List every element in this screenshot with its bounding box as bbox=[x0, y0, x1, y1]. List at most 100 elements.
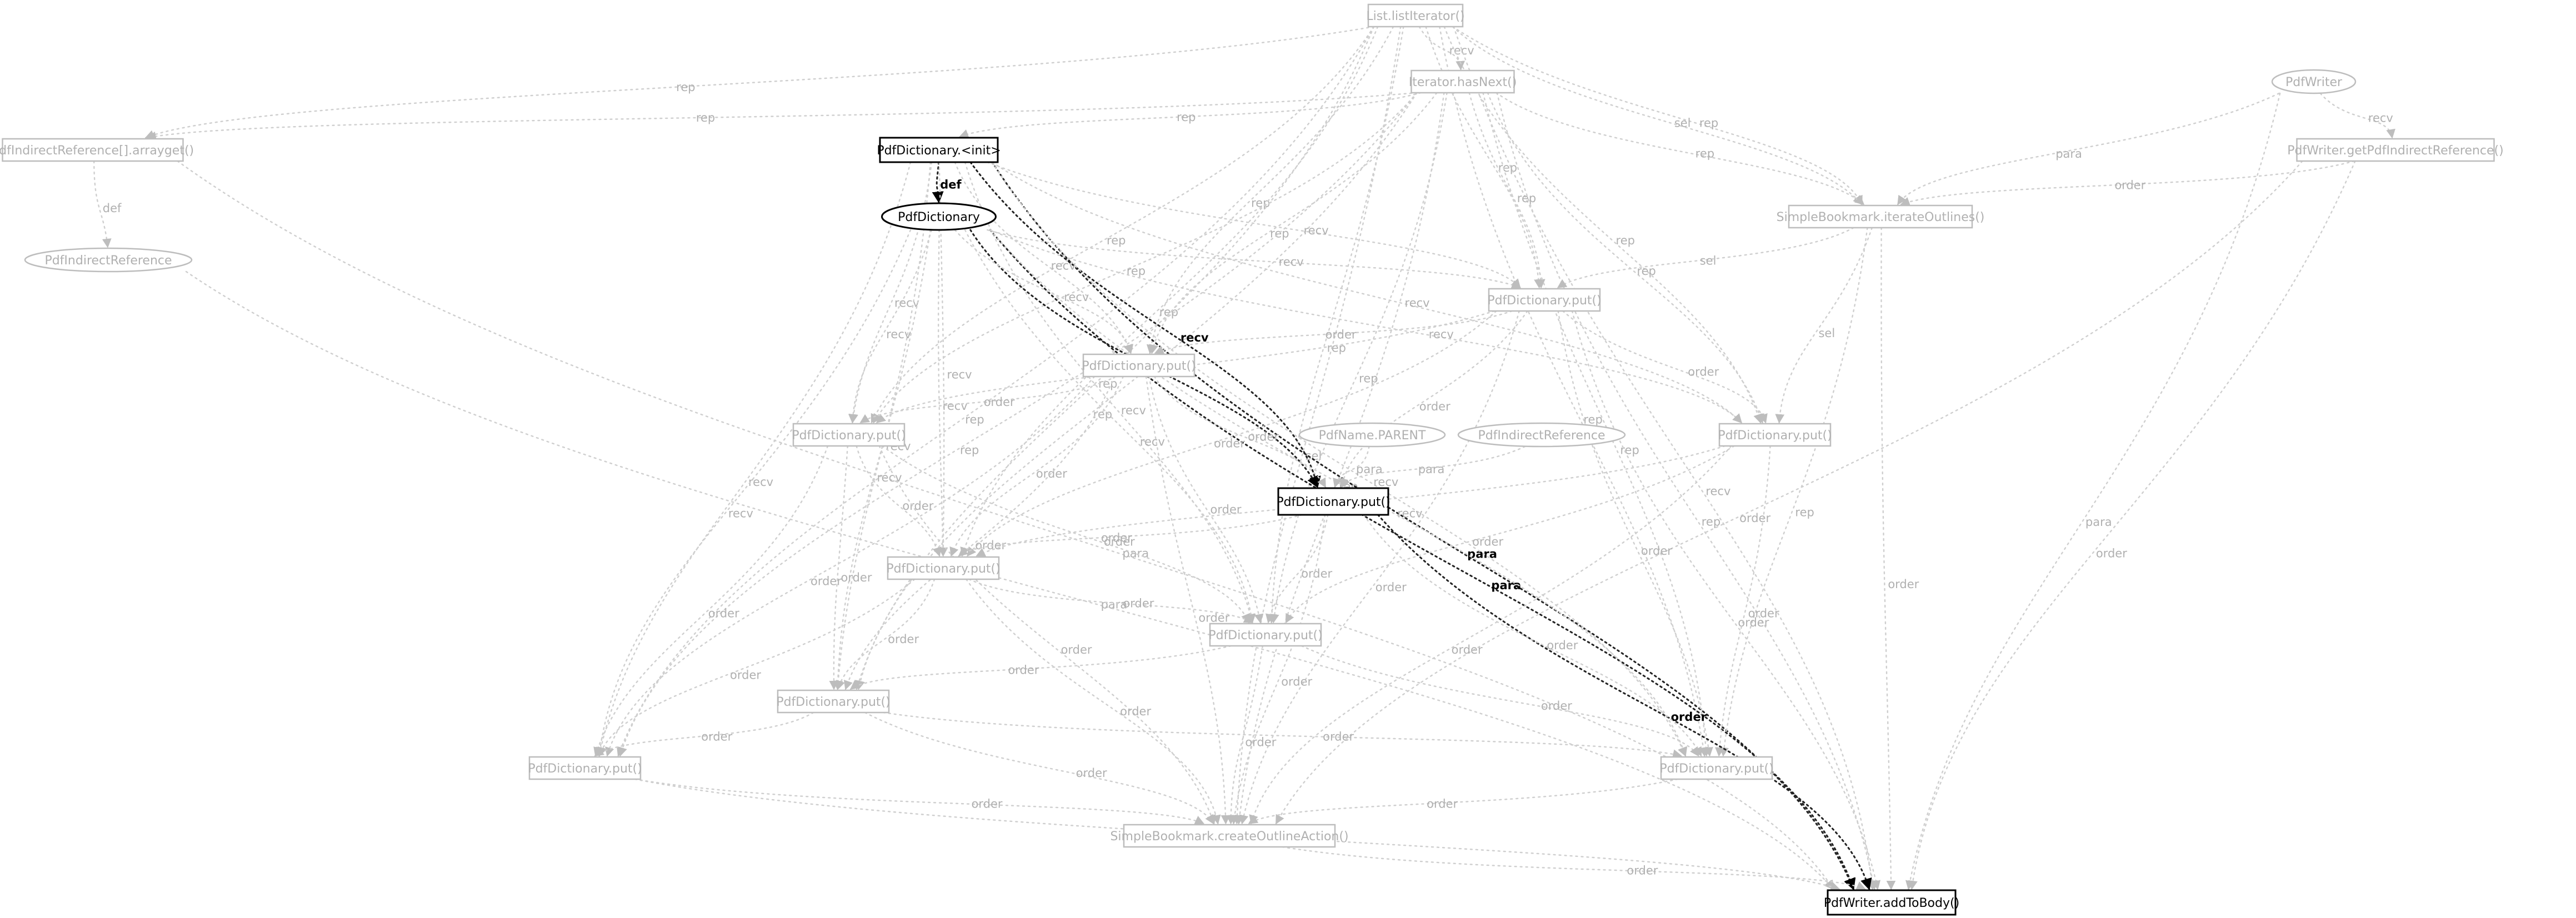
edge-label-recv: recv bbox=[1121, 404, 1146, 417]
edge-label-para: para bbox=[2085, 515, 2112, 529]
node-pdfdictionary-put[interactable]: PdfDictionary.put() bbox=[1208, 623, 1323, 647]
node-box bbox=[777, 689, 890, 714]
edge-label-rep: rep bbox=[1699, 117, 1718, 130]
edge-label-def: def bbox=[103, 202, 122, 215]
edge-label-recv: recv bbox=[748, 475, 773, 489]
edge-para-pdfWriter-to-addToBody bbox=[1905, 92, 2281, 890]
edge-label-recv: recv bbox=[1064, 290, 1089, 304]
edge-order-put1-to-put2 bbox=[1154, 310, 1513, 354]
edge-label-order: order bbox=[1061, 643, 1092, 656]
edge-label-para: para bbox=[1467, 547, 1497, 560]
edge-label-recv: recv bbox=[1705, 484, 1730, 498]
edge-label-recv: recv bbox=[1449, 44, 1474, 57]
edge-label-rep: rep bbox=[1695, 147, 1714, 160]
node-ellipse bbox=[2271, 69, 2357, 94]
edge-label-recv: recv bbox=[877, 471, 902, 484]
edge-label-order: order bbox=[1641, 544, 1672, 558]
node-pdfdictionary-put[interactable]: PdfDictionary.put() bbox=[792, 423, 906, 447]
node-simplebookmark-iterateoutlines[interactable]: SimpleBookmark.iterateOutlines() bbox=[1777, 204, 1985, 229]
edge-label-recv: recv bbox=[1304, 224, 1329, 237]
edge-rep-iterHasNext-to-put1 bbox=[1468, 92, 1545, 289]
edge-label-order: order bbox=[1120, 705, 1151, 718]
edge-rep-listIter-to-put5 bbox=[960, 26, 1379, 557]
edge-def-pdInit-to-pdEllipse bbox=[932, 161, 944, 204]
node-layer: List.listIterator() Iterator.hasNext() Pdf… bbox=[0, 3, 2504, 916]
node-pdfname-parent[interactable]: PdfName.PARENT bbox=[1298, 422, 1446, 448]
edge-label-order: order bbox=[888, 633, 919, 646]
edge-label-order: order bbox=[1248, 430, 1279, 444]
edge-rep-listIter-to-put6 bbox=[1267, 26, 1404, 624]
edge-sel-listIter-to-sbIterate bbox=[1452, 26, 1863, 205]
edge-para-pirEllipse2-to-putMain bbox=[1340, 445, 1526, 488]
edge-recv-listIter-to-iterHasNext bbox=[1418, 26, 1465, 71]
edge-rep-iterHasNext-to-put6 bbox=[1269, 92, 1448, 624]
node-pdfindirectreference[interactable]: PdfIndirectReference bbox=[24, 247, 193, 273]
node-iterator-hasnext[interactable]: Iterator.hasNext() bbox=[1409, 69, 1517, 94]
node-pdfwriter-getpdfindirectreference[interactable]: PdfWriter.getPdfIndirectReference() bbox=[2287, 138, 2504, 162]
edge-recv-pdEllipse-to-put1 bbox=[987, 229, 1521, 289]
edge-label-order: order bbox=[1325, 328, 1357, 341]
edge-order-put4-to-put8 bbox=[1715, 445, 1771, 757]
edge-order-put3-to-put6 bbox=[881, 445, 1250, 624]
edge-rep-iterHasNext-to-addToBody bbox=[1496, 92, 1878, 890]
node-pdfdictionary-put[interactable]: PdfDictionary.put() bbox=[886, 556, 1001, 580]
node-pdfdictionary-put[interactable]: PdfDictionary.put() bbox=[1718, 423, 1832, 447]
edge-recv-pdInit-to-put5 bbox=[938, 161, 948, 557]
node-pdfdictionary-put[interactable]: PdfDictionary.put() bbox=[1082, 353, 1196, 378]
edge-rep-listIter-to-put3 bbox=[871, 26, 1375, 424]
edge-order-put9-to-sbCreate bbox=[634, 778, 1205, 825]
edge-label-rep: rep bbox=[1359, 372, 1378, 385]
node-label: PdfDictionary.put() bbox=[1659, 762, 1773, 776]
node-pdfdictionary-put[interactable]: PdfDictionary.put() bbox=[776, 689, 891, 714]
node-pdfdictionary-put[interactable]: PdfDictionary.put() bbox=[1659, 756, 1774, 780]
node-list-listiterator[interactable]: List.listIterator() bbox=[1366, 3, 1465, 28]
edge-label-recv: recv bbox=[886, 328, 911, 341]
edge-order-put4-to-put5 bbox=[976, 445, 1726, 557]
node-box bbox=[1660, 756, 1773, 780]
edge-recv-pdEllipse-to-put2 bbox=[954, 229, 1134, 354]
node-box bbox=[2, 138, 184, 162]
edge-label-def: def bbox=[940, 178, 962, 192]
edge-label-recv: recv bbox=[1398, 507, 1423, 520]
edge-order-put4-to-sbCreate bbox=[1249, 445, 1732, 825]
edge-rep-sbIterate-to-put8 bbox=[1719, 227, 1868, 757]
node-pdfdictionary-put[interactable]: PdfDictionary.put() bbox=[528, 756, 642, 780]
node-label: SimpleBookmark.iterateOutlines() bbox=[1777, 210, 1985, 224]
edge-label-rep: rep bbox=[1270, 227, 1289, 240]
edge-label-order: order bbox=[708, 607, 739, 620]
node-label: PdfDictionary.put() bbox=[1082, 359, 1196, 373]
edge-label-rep: rep bbox=[1498, 161, 1517, 174]
edge-para-pirEllipse1-to-addToBody bbox=[185, 270, 1834, 890]
node-label: PdfDictionary.put() bbox=[776, 695, 890, 709]
node-pdfwriter[interactable]: PdfWriter bbox=[2271, 69, 2357, 94]
edge-order-getPIR-to-addToBody bbox=[1908, 160, 2356, 890]
node-pdfindirectreference[interactable]: PdfIndirectReference bbox=[1457, 422, 1626, 448]
edge-recv-pdInit-to-put8 bbox=[991, 161, 1687, 757]
edge-label-order: order bbox=[701, 730, 732, 744]
edge-order-put3-to-put5 bbox=[856, 445, 942, 557]
edge-label-rep: rep bbox=[965, 413, 984, 426]
edge-order-putMain-to-addToBody bbox=[1377, 514, 1872, 891]
node-pdfdictionary-init[interactable]: PdfDictionary.<init> bbox=[877, 137, 1001, 163]
edge-label-order: order bbox=[2096, 546, 2127, 560]
node-box bbox=[1082, 353, 1196, 378]
node-label: PdfWriter.addToBody() bbox=[1824, 896, 1959, 910]
edge-label-order: order bbox=[1076, 766, 1107, 780]
edge-label-order: order bbox=[1245, 736, 1276, 749]
node-label: PdfWriter bbox=[2285, 76, 2343, 89]
edge-recv-pdInit-to-put4 bbox=[991, 161, 1742, 424]
edge-label-order: order bbox=[1036, 467, 1067, 480]
edge-label-order: order bbox=[975, 539, 1006, 552]
node-simplebookmark-createoutlineaction[interactable]: SimpleBookmark.createOutlineAction() bbox=[1110, 824, 1349, 848]
node-pdfindirectreference-arrayget[interactable]: PdfIndirectReference[].arrayget() bbox=[0, 138, 194, 162]
edge-order-put2-to-put5 bbox=[949, 375, 1124, 557]
node-pdfdictionary[interactable]: PdfDictionary bbox=[881, 202, 997, 231]
edge-label-order: order bbox=[972, 797, 1003, 811]
node-pdfdictionary-put[interactable]: PdfDictionary.put() bbox=[1487, 288, 1602, 312]
edge-order-put6-to-put7 bbox=[849, 645, 1232, 690]
node-pdfwriter-addtobody[interactable]: PdfWriter.addToBody() bbox=[1824, 889, 1959, 916]
node-pdfdictionary-put[interactable]: PdfDictionary.put() bbox=[1276, 487, 1390, 516]
edge-label-recv: recv bbox=[1405, 297, 1430, 310]
